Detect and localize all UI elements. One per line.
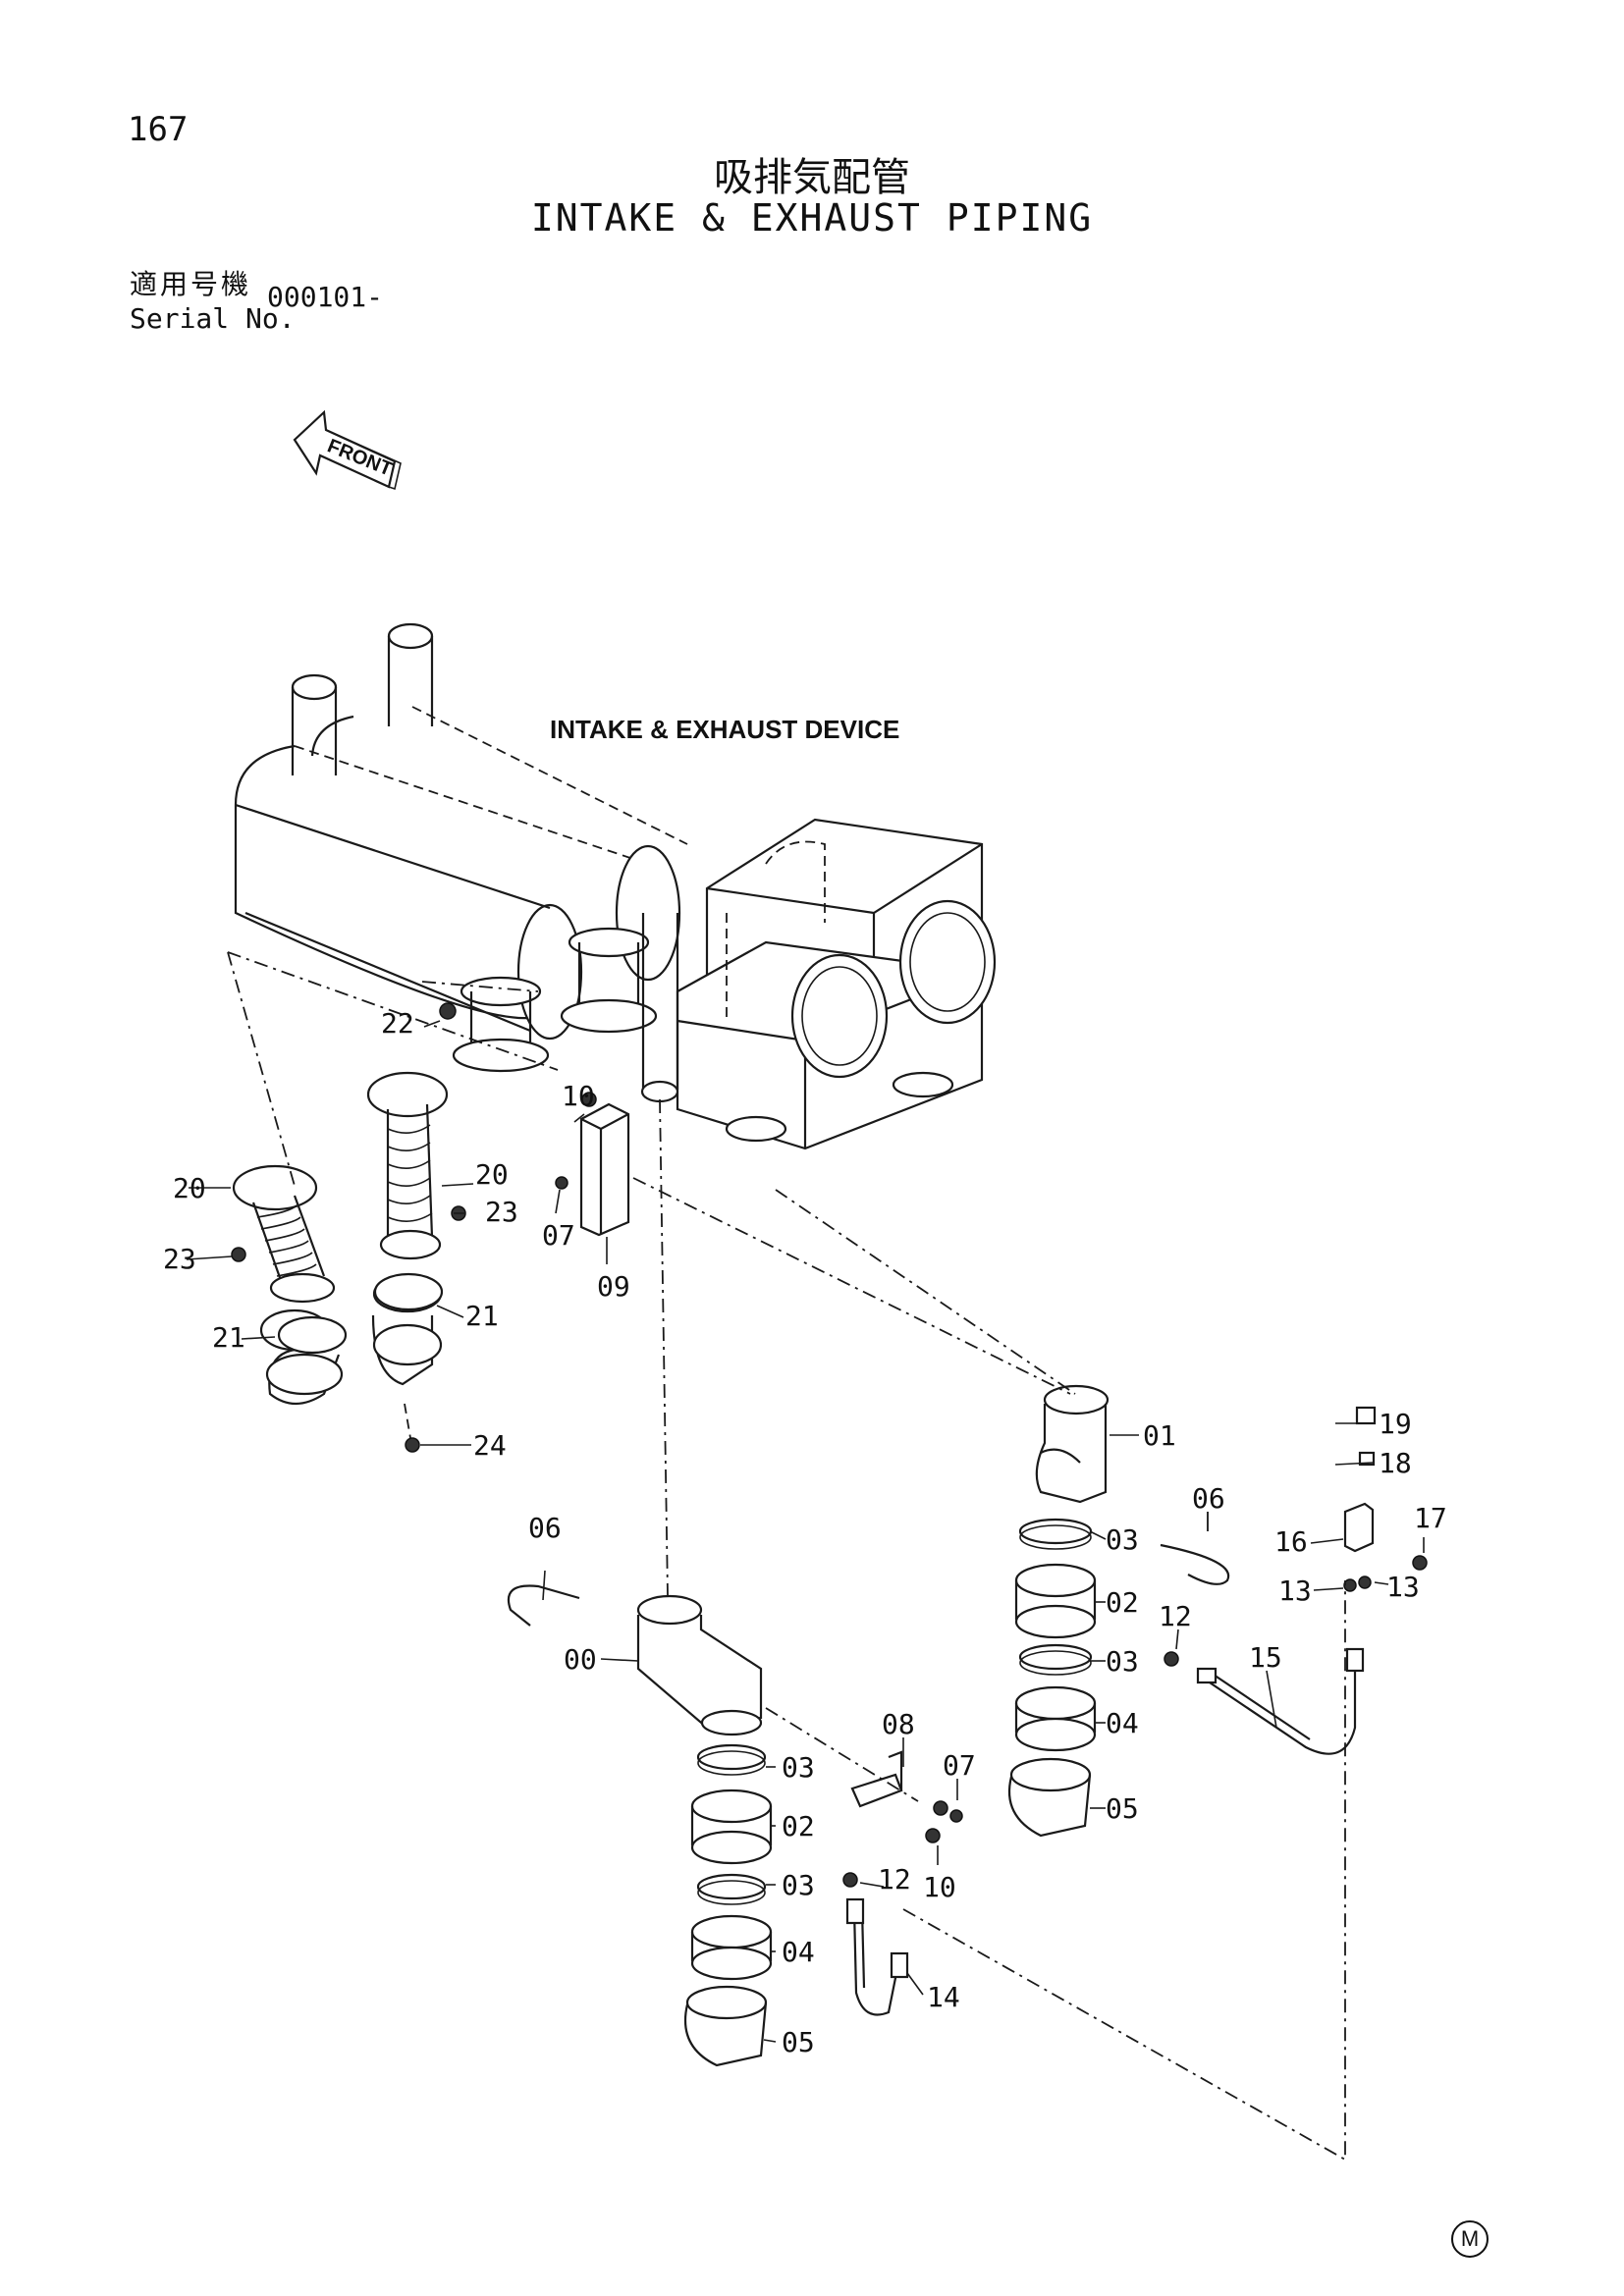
leader-lines <box>186 1020 1425 2043</box>
callout-09: 09 <box>597 1270 630 1303</box>
callout-05: 05 <box>1106 1792 1139 1825</box>
clamp-hose-stack-left-icon <box>683 1743 773 2067</box>
callout-20: 20 <box>173 1172 206 1204</box>
fittings-icon <box>842 1406 1428 2016</box>
elbow-01-icon <box>1035 1384 1110 1504</box>
callout-06: 06 <box>1192 1482 1225 1515</box>
page-title: INTAKE & EXHAUST PIPING <box>530 196 1094 240</box>
callout-21: 21 <box>465 1300 499 1332</box>
callouts: 00 01 02 02 03 03 03 03 04 04 05 05 06 0… <box>163 1007 1447 2058</box>
serial-label: Serial No. <box>130 302 296 335</box>
callout-01: 01 <box>1143 1419 1176 1452</box>
callout-04: 04 <box>782 1936 815 1968</box>
callout-04: 04 <box>1106 1707 1139 1739</box>
callout-22: 22 <box>381 1007 414 1040</box>
front-arrow-icon: FRONT <box>293 409 402 491</box>
callout-10: 10 <box>923 1871 956 1903</box>
callout-13: 13 <box>1386 1571 1420 1603</box>
u-bolt-left-icon <box>507 1584 580 1627</box>
callout-03: 03 <box>782 1751 815 1784</box>
bellows-pipe-left-icon <box>232 1164 344 1406</box>
bracket-09-icon <box>555 1092 630 1237</box>
callout-02: 02 <box>1106 1586 1139 1619</box>
callout-15: 15 <box>1249 1641 1282 1674</box>
callout-03: 03 <box>1106 1645 1139 1678</box>
callout-08: 08 <box>882 1708 915 1740</box>
muffler-icon <box>234 622 688 1073</box>
callout-12: 12 <box>1159 1600 1192 1632</box>
callout-07: 07 <box>943 1749 976 1782</box>
assembly-lines <box>227 951 1346 2162</box>
bellows-pipe-right-icon <box>366 1071 449 1386</box>
callout-20: 20 <box>475 1158 509 1191</box>
callout-24: 24 <box>473 1429 507 1462</box>
m-mark: M <box>1451 2220 1489 2258</box>
page-number: 167 <box>128 110 189 149</box>
callout-00: 00 <box>564 1643 597 1676</box>
callout-16: 16 <box>1274 1525 1308 1558</box>
callout-23: 23 <box>485 1196 518 1228</box>
callout-18: 18 <box>1379 1447 1412 1479</box>
serial-label-japanese: 適用号機 <box>130 268 252 300</box>
callout-07: 07 <box>542 1219 575 1252</box>
callout-05: 05 <box>782 2026 815 2058</box>
callout-14: 14 <box>927 1981 960 2013</box>
callout-10: 10 <box>562 1080 595 1112</box>
u-bolt-right-icon <box>1160 1543 1230 1585</box>
callout-17: 17 <box>1414 1502 1447 1534</box>
callout-12: 12 <box>878 1863 911 1896</box>
callout-03: 03 <box>1106 1523 1139 1556</box>
elbow-00-icon <box>636 1594 763 1736</box>
serial-value: 000101- <box>267 281 384 313</box>
callout-02: 02 <box>782 1810 815 1842</box>
callout-06: 06 <box>528 1512 562 1544</box>
callout-03: 03 <box>782 1869 815 1901</box>
callout-19: 19 <box>1379 1408 1412 1440</box>
clamp-hose-stack-right-icon <box>1007 1518 1097 1838</box>
callout-13: 13 <box>1278 1575 1312 1607</box>
callout-23: 23 <box>163 1243 196 1275</box>
page-title-japanese: 吸排気配管 <box>714 155 910 200</box>
device-label: INTAKE & EXHAUST DEVICE <box>550 715 900 744</box>
intake-exhaust-device-icon <box>640 818 997 1150</box>
callout-21: 21 <box>212 1321 245 1354</box>
